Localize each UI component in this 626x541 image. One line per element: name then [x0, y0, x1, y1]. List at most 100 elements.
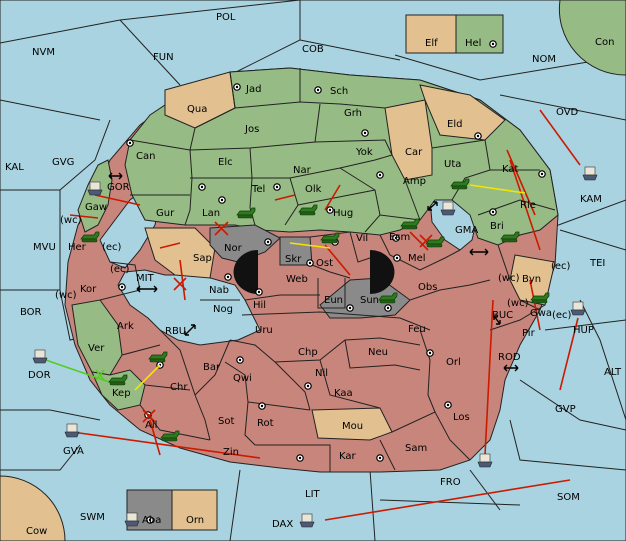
- sea-som: SOM: [557, 492, 580, 503]
- coast-ec-her: (ec): [102, 242, 122, 253]
- sea-dax: DAX: [272, 519, 293, 530]
- label-bri: Bri: [490, 221, 504, 232]
- coast-wc-gwa: (wc): [507, 298, 529, 309]
- label-chp: Chp: [298, 347, 318, 358]
- label-kor: Kor: [80, 284, 97, 295]
- label-ost: Ost: [316, 258, 333, 269]
- label-kep: Kep: [112, 388, 131, 399]
- sea-alt: ALT: [604, 367, 622, 378]
- legend-aba: Aba: [142, 515, 161, 526]
- label-hug: Hug: [333, 208, 353, 219]
- label-her: Her: [68, 242, 87, 253]
- label-eld: Eld: [447, 119, 462, 130]
- label-chr: Chr: [170, 382, 188, 393]
- coast-ec-byn: (ec): [551, 261, 571, 272]
- supply-centers: [118, 40, 546, 524]
- label-sch: Sch: [330, 86, 348, 97]
- province-cow[interactable]: [0, 475, 66, 541]
- label-rot: Rot: [257, 418, 274, 429]
- sea-labels: POL NVM FUN COB NOM Con OVD KAL GVG KAM …: [5, 12, 622, 537]
- sea-lit: LIT: [305, 489, 321, 500]
- province-mou[interactable]: [311, 407, 393, 441]
- label-gaw: Gaw: [85, 202, 107, 213]
- label-web: Web: [286, 274, 308, 285]
- sea-tei: TEI: [589, 258, 605, 269]
- sea-fun: FUN: [153, 52, 174, 63]
- sea-gvp: GVP: [555, 404, 576, 415]
- sea-buc: BUC: [492, 310, 513, 321]
- black-cap-west: [233, 250, 258, 294]
- sea-rbu: RBU: [165, 326, 186, 337]
- coast-ec-gwa: (ec): [552, 310, 572, 321]
- legend-top: [405, 14, 504, 54]
- label-uta: Uta: [444, 159, 461, 170]
- label-rle: Rle: [520, 200, 536, 211]
- label-olk: Olk: [305, 184, 322, 195]
- label-gwa: Gwa: [530, 308, 552, 319]
- province-gaw[interactable]: [77, 159, 113, 233]
- label-sun: Sun: [360, 295, 379, 306]
- coast-labels: (wc) (ec) (ec) (wc) (wc) (ec) (wc) (ec): [55, 215, 572, 321]
- sea-dor: DOR: [28, 370, 51, 381]
- label-los: Los: [453, 412, 470, 423]
- sea-ovd: OVD: [556, 107, 579, 118]
- label-zin: Zin: [223, 447, 239, 458]
- sea-cob: COB: [302, 44, 324, 55]
- label-amp: Amp: [403, 176, 426, 187]
- label-pir: Pir: [522, 328, 536, 339]
- label-sam: Sam: [405, 443, 427, 454]
- label-byn: Byn: [522, 274, 541, 285]
- label-orl: Orl: [446, 357, 461, 368]
- label-skr: Skr: [285, 254, 302, 265]
- legend-orn: Orn: [186, 515, 204, 526]
- label-elc: Elc: [218, 157, 233, 168]
- sea-gva: GVA: [63, 446, 84, 457]
- legend-hel: Hel: [465, 38, 481, 49]
- label-feu: Feu: [408, 324, 426, 335]
- label-uru: Uru: [255, 325, 273, 336]
- sea-kal: KAL: [5, 162, 24, 173]
- label-sap: Sap: [193, 253, 212, 264]
- label-obs: Obs: [418, 282, 437, 293]
- label-bar: Bar: [203, 362, 221, 373]
- label-ver: Ver: [88, 343, 105, 354]
- label-eun: Eun: [324, 295, 343, 306]
- label-nil: Nil: [315, 368, 328, 379]
- label-kar: Kar: [339, 451, 357, 462]
- legend-labels: Elf Hel Aba Orn: [142, 38, 481, 526]
- label-ail: Ail: [145, 420, 157, 431]
- label-can: Can: [136, 151, 155, 162]
- coast-wc-kor: (wc): [55, 290, 77, 301]
- sea-gor: GOR: [107, 182, 130, 193]
- province-sap[interactable]: [144, 227, 216, 279]
- sea-rod: ROD: [498, 352, 521, 363]
- sea-bor: BOR: [20, 307, 42, 318]
- province-ver[interactable]: [71, 299, 123, 376]
- sea-gma: GMA: [455, 225, 478, 236]
- sea-mit: MIT: [136, 273, 155, 284]
- label-nog: Nog: [213, 304, 233, 315]
- label-qwi: Qwi: [233, 373, 252, 384]
- sea-nom: NOM: [532, 54, 556, 65]
- coast-wc-byn: (wc): [498, 273, 520, 284]
- label-vil: Vil: [356, 233, 368, 244]
- label-nar: Nar: [293, 165, 312, 176]
- label-grh: Grh: [344, 108, 362, 119]
- label-mou: Mou: [342, 421, 363, 432]
- label-tel: Tel: [251, 184, 265, 195]
- label-gur: Gur: [156, 208, 175, 219]
- black-cap-east: [370, 250, 395, 294]
- label-ark: Ark: [117, 321, 134, 332]
- label-lan: Lan: [202, 208, 220, 219]
- province-con[interactable]: [558, 0, 626, 76]
- label-nor: Nor: [224, 243, 243, 254]
- passage-arrows: [108, 172, 519, 372]
- sea-gvg: GVG: [52, 157, 74, 168]
- sea-swm: SWM: [80, 512, 105, 523]
- coast-ec-kor: (ec): [110, 264, 130, 275]
- province-labels: Jad Sch Qua Jos Grh Eld Can Elc Yok Car …: [68, 84, 594, 462]
- label-kat: Kat: [502, 164, 519, 175]
- sea-pol: POL: [216, 12, 236, 23]
